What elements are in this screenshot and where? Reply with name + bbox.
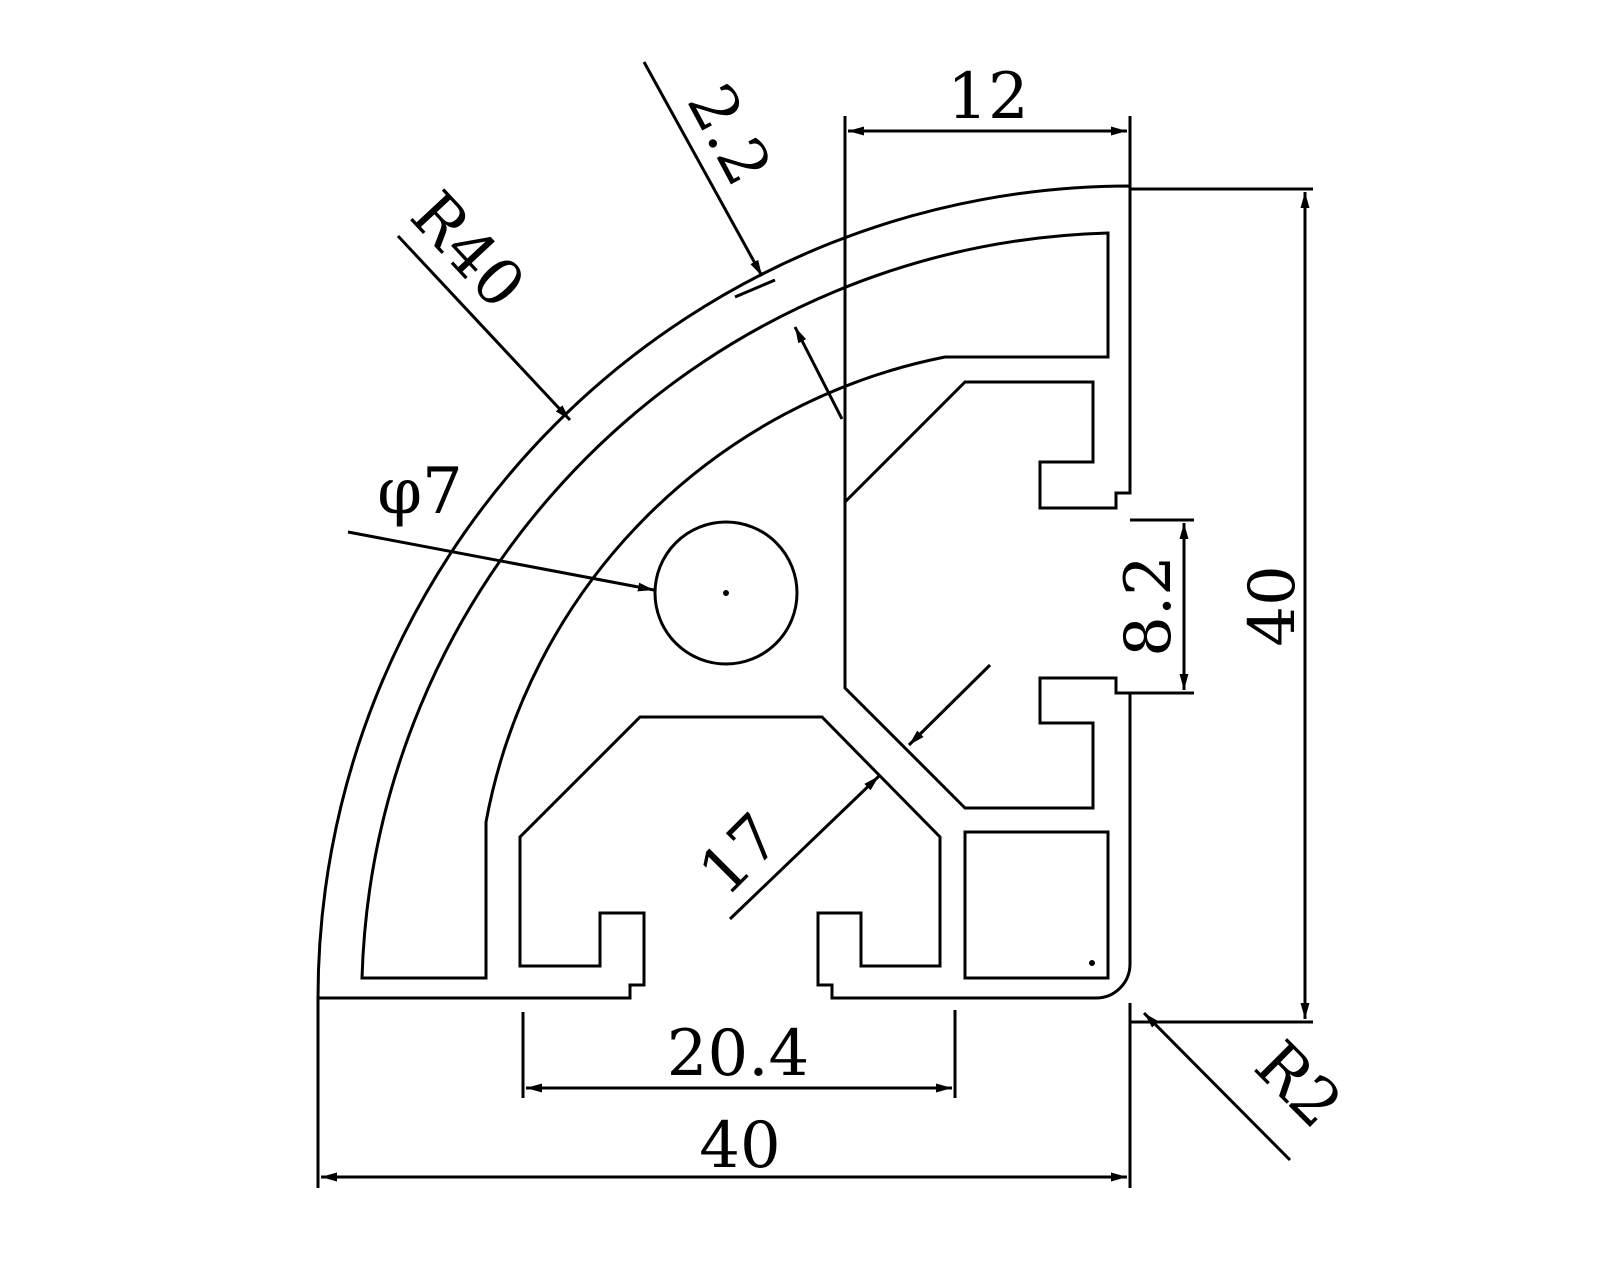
center-mark — [723, 590, 729, 596]
outer-contour — [316, 184, 1132, 1000]
bottom-slot-spacing-label: 20.4 — [667, 1017, 810, 1091]
corner-mark — [1089, 960, 1095, 966]
top-width-label: 12 — [947, 60, 1028, 134]
hole-diameter-label: φ7 — [377, 455, 463, 529]
corner-radius-leader — [1142, 1011, 1292, 1162]
wall-thickness-label: 2.2 — [672, 73, 785, 198]
dimension-lines — [316, 61, 1313, 1188]
center-hole — [653, 520, 799, 666]
outer-radius-leader — [396, 234, 572, 422]
diagonal-width-leader-upper — [907, 663, 992, 747]
diagonal-width-label: 17 — [685, 800, 795, 910]
inner-arc-cavity — [360, 231, 1110, 980]
diagonal-width-leader-lower — [728, 774, 881, 921]
wall-thickness-leader — [642, 61, 764, 277]
wall-thickness-ext — [734, 278, 776, 299]
wall-thickness-inner-leader — [793, 326, 844, 420]
outer-radius-label: R40 — [396, 178, 539, 323]
profile-outline — [316, 184, 1132, 1000]
slot-width-label: 8.2 — [1112, 555, 1186, 657]
hole-diameter-leader — [347, 530, 655, 592]
right-height-label: 40 — [1236, 565, 1310, 646]
bottom-width-label: 40 — [699, 1109, 780, 1183]
bottom-right-square-cavity — [963, 830, 1110, 980]
